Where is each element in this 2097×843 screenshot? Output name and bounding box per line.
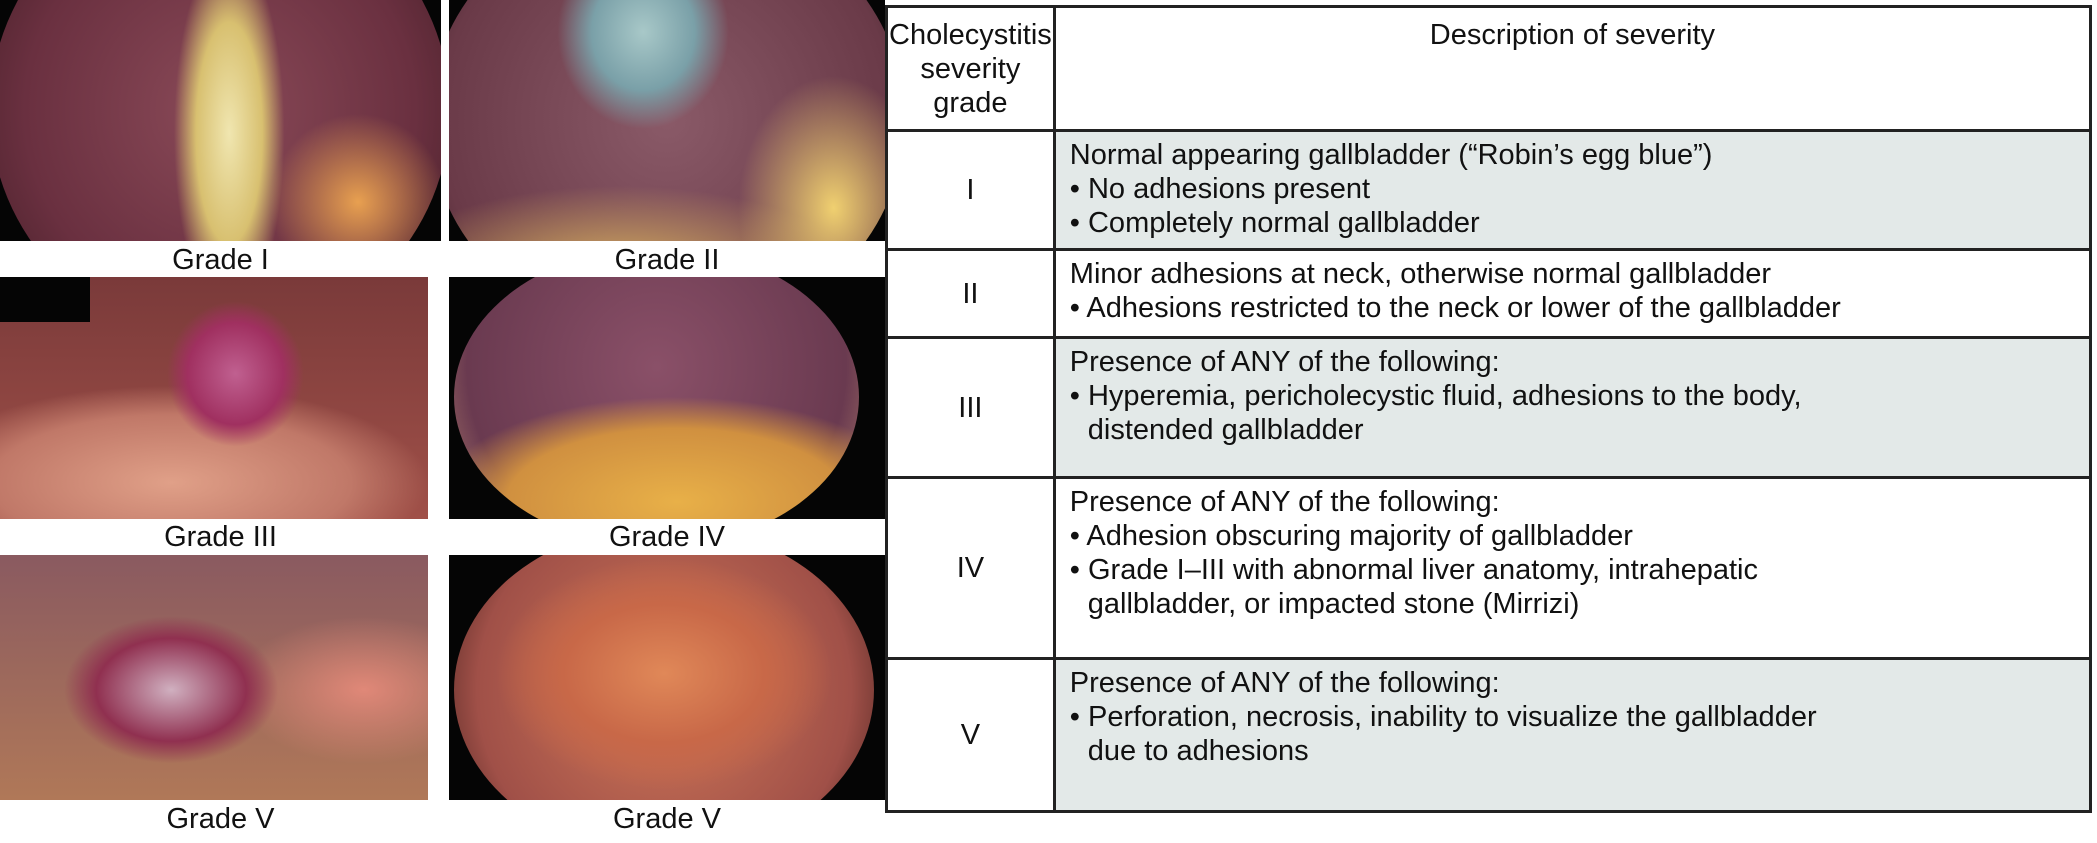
table-row: I Normal appearing gallbladder (“Robin’s… xyxy=(885,129,2093,251)
photo-caption: Grade I xyxy=(172,244,269,276)
photo-caption: Grade III xyxy=(164,521,277,553)
photo-caption: Grade II xyxy=(614,244,720,276)
description-line: • Grade I–III with abnormal liver anatom… xyxy=(1069,554,1758,586)
table-header-row: Cholecystitis severity grade Description… xyxy=(885,5,2093,132)
grade-cell: III xyxy=(885,336,1056,479)
description-line: gallbladder, or impacted stone (Mirrizi) xyxy=(1087,588,1580,620)
table-row: IV Presence of ANY of the following: • A… xyxy=(885,476,2093,660)
photo-caption: Grade V xyxy=(613,803,721,835)
description-line: Presence of ANY of the following: xyxy=(1069,667,1500,699)
photo-grade-5b xyxy=(449,555,885,800)
description-line: • Completely normal gallbladder xyxy=(1069,207,1480,239)
description-line: • Adhesions restricted to the neck or lo… xyxy=(1069,292,1841,324)
photo-grade-4 xyxy=(449,277,885,519)
grade-cell: II xyxy=(885,248,1056,339)
description-line: Presence of ANY of the following: xyxy=(1069,486,1500,518)
description-line: • No adhesions present xyxy=(1069,173,1371,205)
grade-cell: I xyxy=(885,129,1056,251)
description-cell: Minor adhesions at neck, otherwise norma… xyxy=(1052,248,2093,339)
table-row: V Presence of ANY of the following: • Pe… xyxy=(885,657,2093,813)
description-line: • Hyperemia, pericholecystic fluid, adhe… xyxy=(1069,380,1802,412)
severity-table: Cholecystitis severity grade Description… xyxy=(885,5,2093,813)
photo-caption: Grade V xyxy=(166,803,275,835)
photo-grade-5a xyxy=(0,555,428,800)
table-row: II Minor adhesions at neck, otherwise no… xyxy=(885,248,2093,339)
description-cell: Normal appearing gallbladder (“Robin’s e… xyxy=(1052,129,2093,251)
description-line: distended gallbladder xyxy=(1087,414,1364,446)
description-line: Minor adhesions at neck, otherwise norma… xyxy=(1069,258,1771,290)
description-line: • Perforation, necrosis, inability to vi… xyxy=(1069,701,1817,733)
header-description: Description of severity xyxy=(1052,5,2093,132)
photo-grade-3 xyxy=(0,277,428,519)
header-grade: Cholecystitis severity grade xyxy=(885,5,1056,132)
photo-grade-1 xyxy=(0,0,441,241)
photo-grade-2 xyxy=(449,0,885,241)
description-cell: Presence of ANY of the following: • Perf… xyxy=(1052,657,2093,813)
description-line: due to adhesions xyxy=(1087,735,1309,767)
table-row: III Presence of ANY of the following: • … xyxy=(885,336,2093,479)
description-line: Presence of ANY of the following: xyxy=(1069,346,1500,378)
description-cell: Presence of ANY of the following: • Hype… xyxy=(1052,336,2093,479)
photo-caption: Grade IV xyxy=(608,521,726,553)
grade-cell: IV xyxy=(885,476,1056,660)
description-line: • Adhesion obscuring majority of gallbla… xyxy=(1069,520,1633,552)
description-line: Normal appearing gallbladder (“Robin’s e… xyxy=(1069,139,1713,171)
description-cell: Presence of ANY of the following: • Adhe… xyxy=(1052,476,2093,660)
grade-cell: V xyxy=(885,657,1056,813)
